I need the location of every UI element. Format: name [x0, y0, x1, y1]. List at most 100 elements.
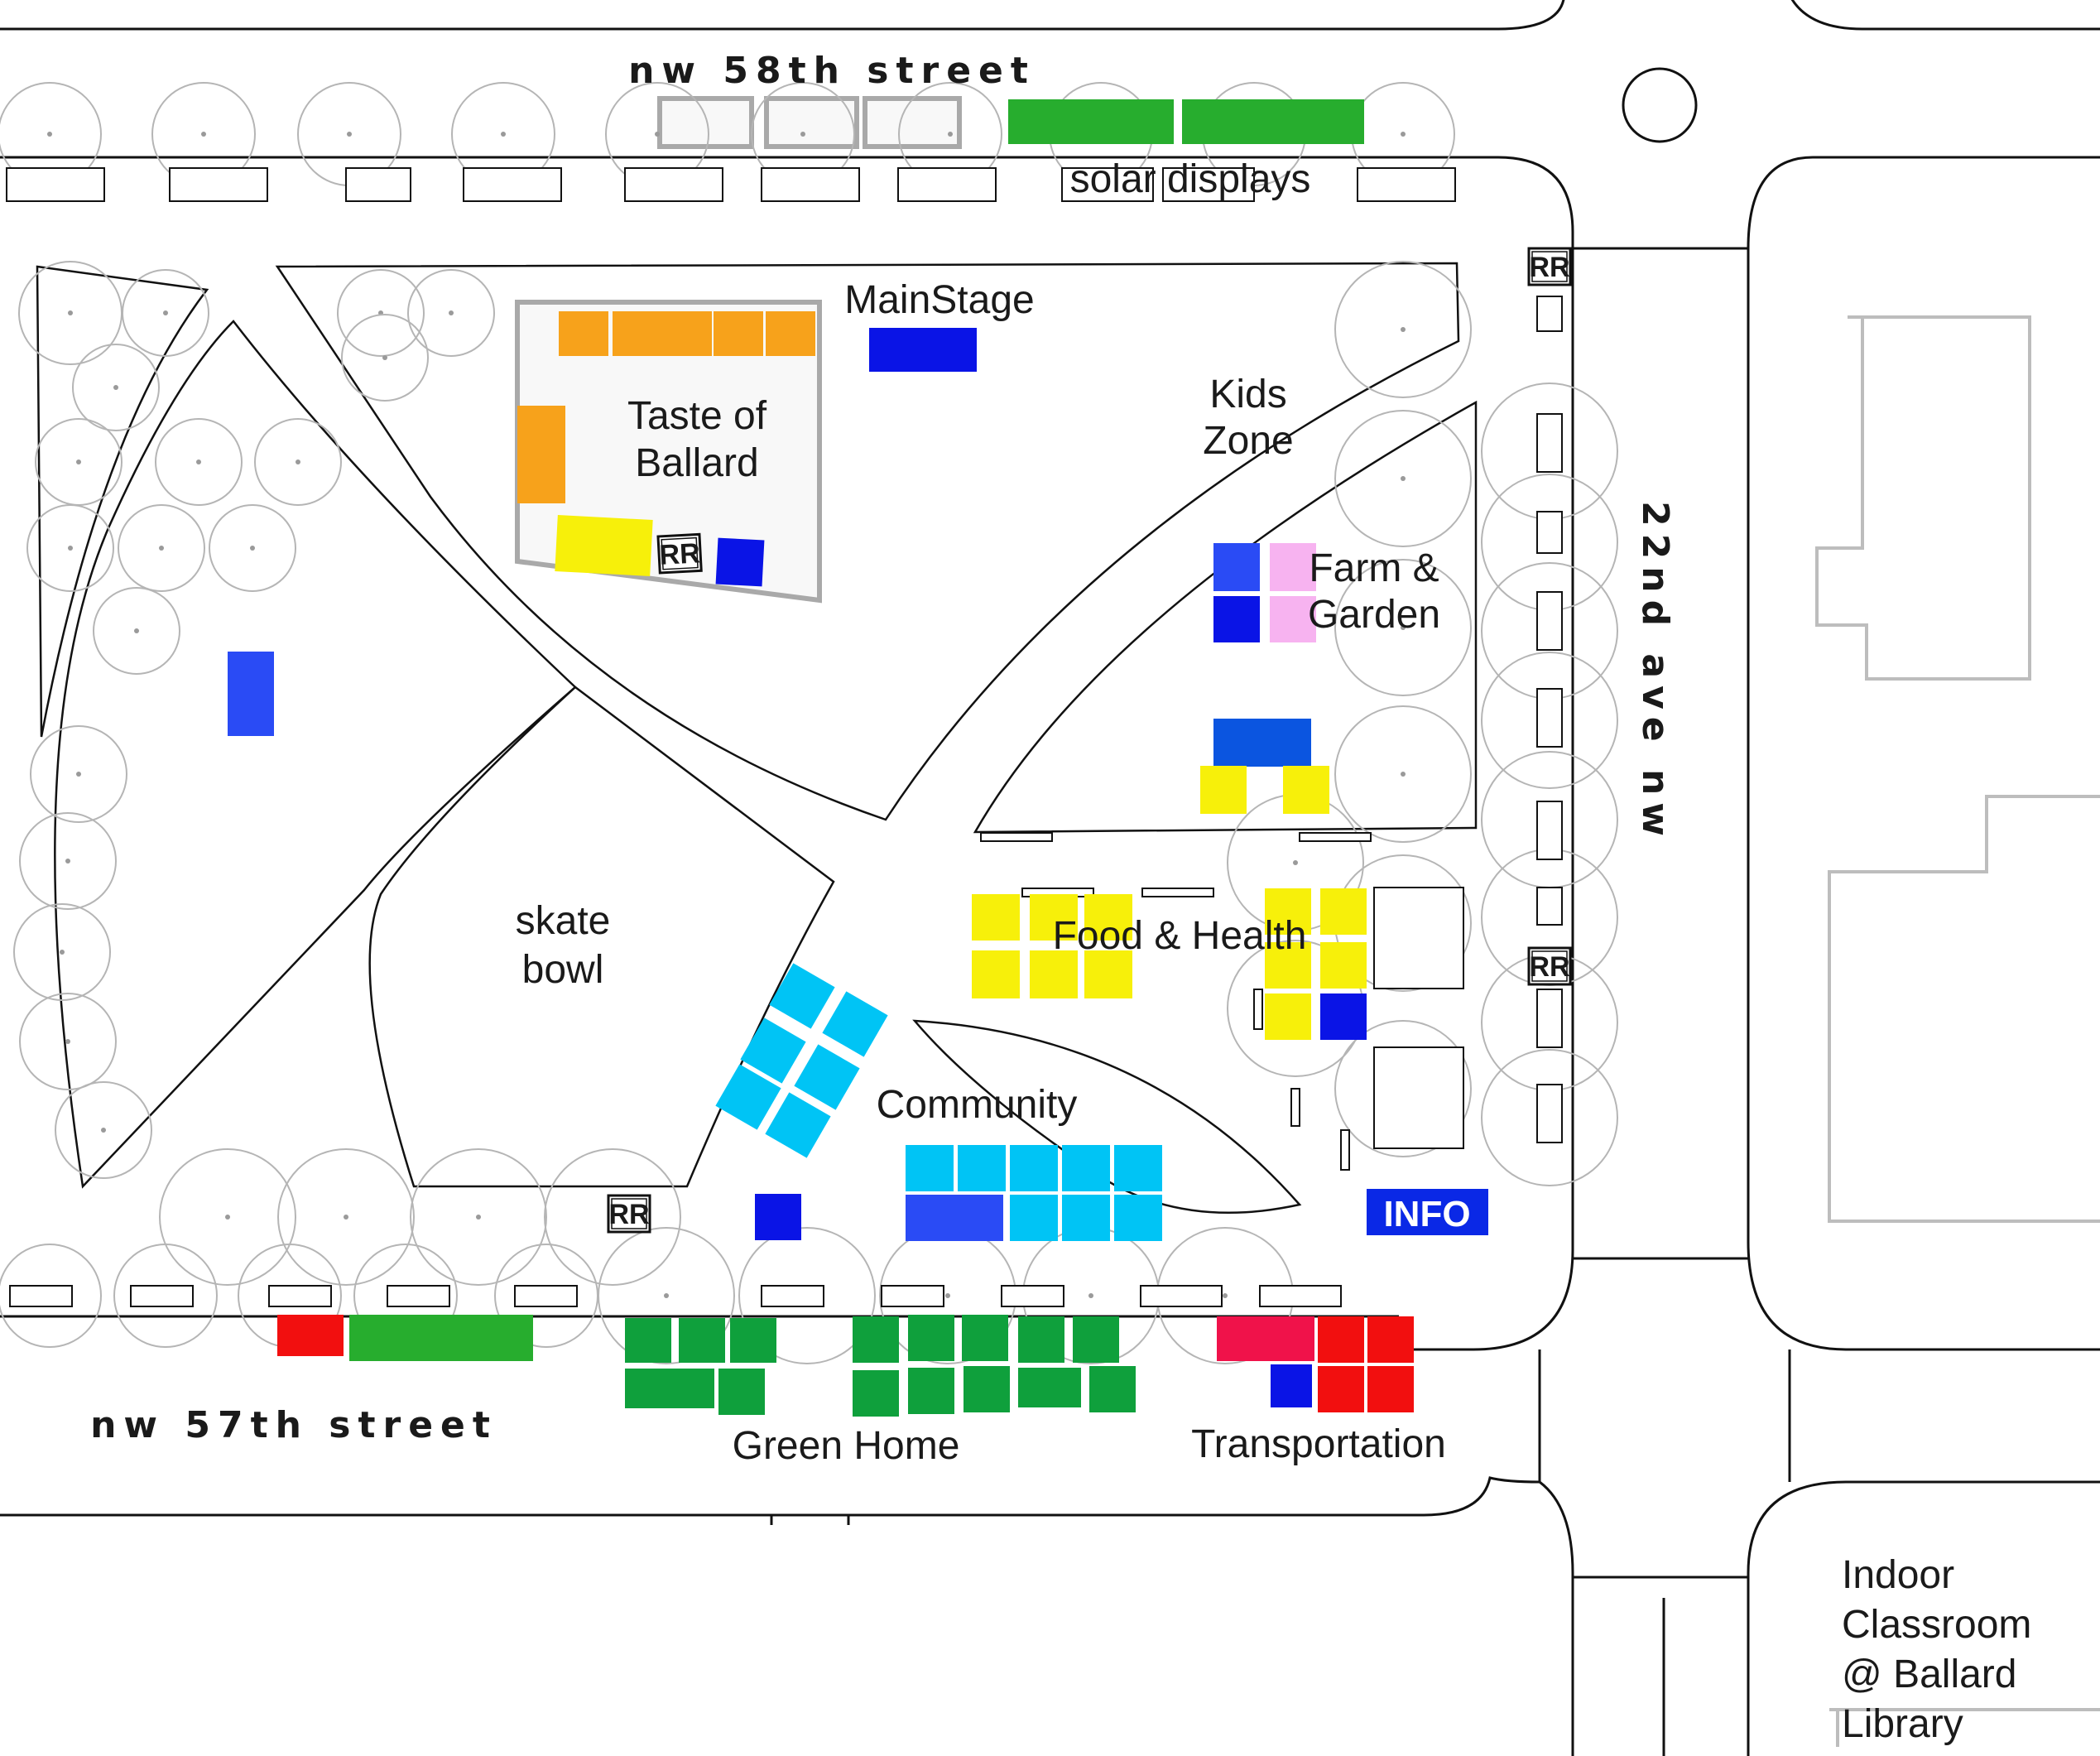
- booth-tent[interactable]: [740, 1018, 806, 1084]
- booth-tent[interactable]: [1018, 1368, 1081, 1407]
- booth-tent[interactable]: [972, 894, 1020, 941]
- booth-tent[interactable]: [794, 1044, 860, 1110]
- booth-tent[interactable]: [958, 1145, 1006, 1191]
- restroom-marker[interactable]: RR: [1527, 247, 1572, 286]
- restroom-marker[interactable]: RR: [607, 1194, 651, 1234]
- tree-trunk: [476, 1215, 481, 1220]
- booth-tent[interactable]: [613, 311, 662, 356]
- booth-tent[interactable]: [1320, 888, 1367, 935]
- booth-tent[interactable]: [662, 311, 712, 356]
- booth-tent[interactable]: [1200, 766, 1247, 814]
- sidewalk-pad: [1061, 167, 1154, 202]
- booth-tent[interactable]: [714, 311, 763, 356]
- restroom-marker[interactable]: RR: [1527, 946, 1572, 986]
- booth-tent[interactable]: [972, 950, 1020, 998]
- booth-tent[interactable]: [1114, 1145, 1162, 1191]
- booth-tent[interactable]: [730, 1318, 776, 1363]
- booth-tent[interactable]: [555, 515, 653, 576]
- booth-tent[interactable]: [1283, 766, 1329, 814]
- booth-tent[interactable]: [1010, 1145, 1058, 1191]
- booth-tent[interactable]: [1318, 1366, 1364, 1412]
- kids-zone-label-line2: Zone: [1203, 419, 1293, 463]
- booth-tent[interactable]: [964, 1366, 1010, 1412]
- booth-tent[interactable]: [769, 963, 835, 1029]
- booth-tent[interactable]: [625, 1369, 714, 1408]
- tree-trunk: [134, 628, 139, 633]
- tree-canopy: [0, 1244, 102, 1348]
- booth-tent[interactable]: [1010, 1195, 1058, 1241]
- booth-tent[interactable]: [1270, 543, 1316, 591]
- booth-tent[interactable]: [349, 1315, 533, 1361]
- booth-tent[interactable]: [869, 328, 977, 372]
- tree-trunk: [1401, 327, 1406, 332]
- booth-tent[interactable]: [1114, 1195, 1162, 1241]
- booth-tent[interactable]: [906, 1195, 1003, 1241]
- booth-tent[interactable]: [1030, 894, 1078, 941]
- booth-tent[interactable]: [1008, 99, 1174, 144]
- tree-canopy: [118, 504, 205, 592]
- booth-tent[interactable]: [1213, 719, 1311, 767]
- booth-tent[interactable]: [559, 311, 608, 356]
- booth-tent[interactable]: [765, 1092, 831, 1158]
- tree-trunk: [948, 132, 953, 137]
- booth-tent[interactable]: [1073, 1316, 1119, 1363]
- booth-tent[interactable]: [853, 1370, 899, 1417]
- booth-tent[interactable]: [1030, 950, 1078, 998]
- booth-tent[interactable]: [625, 1318, 671, 1363]
- library-label-line2: Classroom: [1842, 1603, 2031, 1647]
- booth-tent[interactable]: [517, 406, 565, 503]
- booth-tent[interactable]: [1320, 942, 1367, 989]
- booth-tent[interactable]: [1367, 1366, 1414, 1412]
- info-booth[interactable]: INFO: [1367, 1189, 1488, 1235]
- booth-tent[interactable]: [1089, 1366, 1136, 1412]
- sidewalk-pad: [624, 167, 723, 202]
- restroom-label: RR: [1529, 252, 1569, 283]
- sidewalk-pad: [268, 1285, 332, 1307]
- booth-tent[interactable]: [1084, 950, 1132, 998]
- tree-trunk: [68, 546, 73, 551]
- booth-tent[interactable]: [1062, 1145, 1110, 1191]
- sidewalk-pad: [1536, 989, 1563, 1048]
- booth-tent[interactable]: [822, 991, 888, 1057]
- booth-tent[interactable]: [1318, 1316, 1364, 1363]
- booth-tent[interactable]: [1213, 543, 1260, 591]
- booth-tent[interactable]: [715, 537, 765, 587]
- booth-tent[interactable]: [1265, 888, 1311, 935]
- booth-tent[interactable]: [1213, 596, 1260, 642]
- tree-canopy: [1334, 1020, 1472, 1157]
- farm-garden-label-line2: Garden: [1308, 593, 1440, 637]
- booth-tent[interactable]: [908, 1368, 954, 1414]
- booth-tent[interactable]: [1062, 1195, 1110, 1241]
- booth-tent[interactable]: [1265, 993, 1311, 1040]
- booth-tent[interactable]: [908, 1315, 954, 1361]
- tree-trunk: [250, 546, 255, 551]
- booth-tent[interactable]: [755, 1194, 801, 1240]
- sidewalk-pad: [1536, 511, 1563, 554]
- booth-tent[interactable]: [1320, 993, 1367, 1040]
- booth-tent[interactable]: [1367, 1316, 1414, 1363]
- booth-tent[interactable]: [906, 1145, 954, 1191]
- booth-tent[interactable]: [1182, 99, 1364, 144]
- booth-tent[interactable]: [277, 1315, 344, 1356]
- restroom-marker[interactable]: RR: [656, 532, 703, 575]
- booth-tent[interactable]: [1084, 894, 1132, 941]
- tree-canopy: [277, 1148, 415, 1286]
- booth-tent[interactable]: [1217, 1316, 1314, 1361]
- booth-tent[interactable]: [679, 1318, 725, 1363]
- booth-tent[interactable]: [766, 311, 815, 356]
- sidewalk-pad: [980, 832, 1053, 842]
- booth-tent[interactable]: [715, 1064, 781, 1130]
- tree-canopy: [1334, 261, 1472, 398]
- booth-tent[interactable]: [1271, 1364, 1312, 1407]
- booth-tent[interactable]: [1265, 942, 1311, 989]
- green-home-label: Green Home: [733, 1424, 960, 1468]
- booth-tent[interactable]: [1270, 596, 1316, 642]
- booth-tent[interactable]: [1018, 1316, 1064, 1363]
- sidewalk-pad: [1299, 832, 1372, 842]
- booth-tent[interactable]: [962, 1315, 1008, 1361]
- booth-tent[interactable]: [718, 1369, 765, 1415]
- tree-canopy: [1481, 1049, 1618, 1186]
- booth-tent[interactable]: [228, 652, 274, 736]
- booth-tent[interactable]: [853, 1316, 899, 1363]
